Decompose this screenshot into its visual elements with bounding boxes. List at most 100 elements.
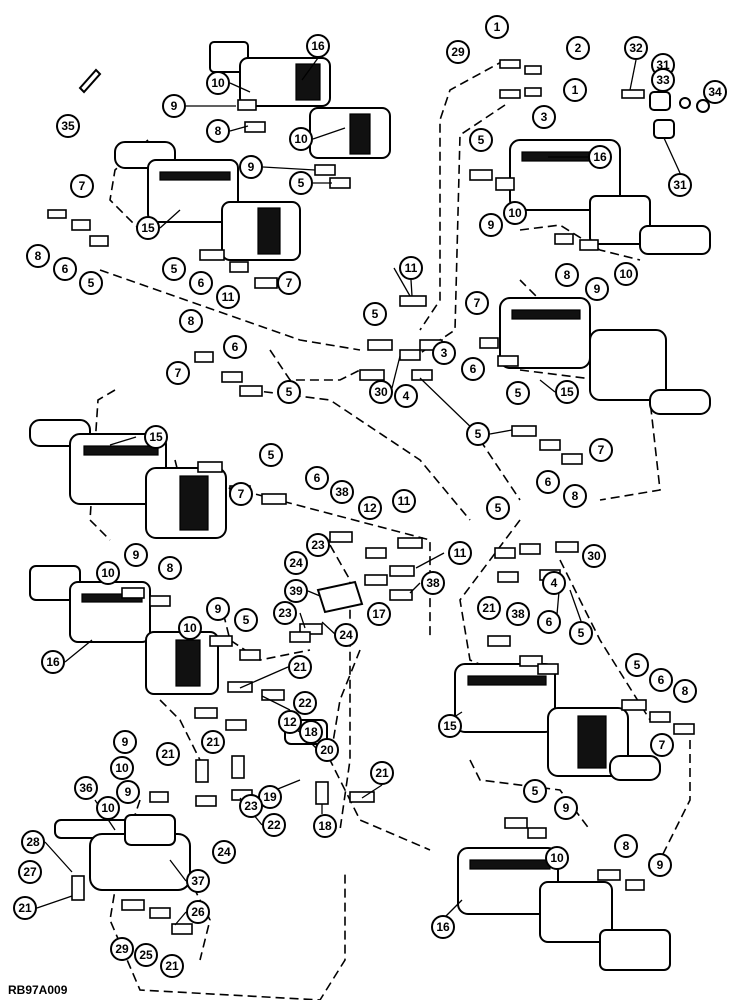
callout-label: 9 [171, 99, 178, 113]
callout-label: 18 [304, 725, 318, 739]
callout-circle [178, 616, 202, 640]
callout-label: 5 [286, 385, 293, 399]
callout-7: 7 [465, 291, 489, 315]
callout-label: 10 [294, 132, 308, 146]
callout-11: 11 [392, 489, 416, 513]
callout-label: 8 [564, 268, 571, 282]
callout-8: 8 [614, 834, 638, 858]
callout-label: 23 [278, 606, 292, 620]
callout-circle [506, 381, 530, 405]
callout-label: 11 [222, 290, 235, 304]
callout-5: 5 [506, 381, 530, 405]
callout-circle [625, 653, 649, 677]
callout-9: 9 [479, 213, 503, 237]
callout-circle [53, 257, 77, 281]
callout-label: 1 [494, 20, 501, 34]
callout-circle [284, 551, 308, 575]
callout-label: 5 [478, 133, 485, 147]
callout-9: 9 [648, 853, 672, 877]
callout-circle [206, 119, 230, 143]
callout-5: 5 [259, 443, 283, 467]
callout-circle [277, 271, 301, 295]
callout-label: 5 [578, 626, 585, 640]
callout-circle [162, 94, 186, 118]
callout-12: 12 [358, 496, 382, 520]
callout-11: 11 [448, 541, 472, 565]
callout-circle [239, 794, 263, 818]
callout-label: 21 [482, 601, 496, 615]
callout-17: 17 [367, 602, 391, 626]
cylinder-15-lower-right [454, 663, 661, 781]
callout-30: 30 [369, 380, 393, 404]
callout-9: 9 [206, 597, 230, 621]
callout-label: 5 [88, 276, 95, 290]
callout-23: 23 [273, 601, 297, 625]
cylinder-16-lower-left [29, 565, 219, 695]
callout-label: 32 [629, 41, 643, 55]
callout-label: 10 [115, 761, 129, 775]
callout-circle [431, 915, 455, 939]
callout-18: 18 [299, 720, 323, 744]
callout-circle [485, 15, 509, 39]
callout-15: 15 [438, 714, 462, 738]
callout-21: 21 [288, 655, 312, 679]
callout-circle [469, 128, 493, 152]
callout-2: 2 [566, 36, 590, 60]
callout-circle [216, 285, 240, 309]
cylinder-15-middle-right [499, 297, 711, 415]
callout-9: 9 [585, 277, 609, 301]
callout-circle [614, 262, 638, 286]
callout-label: 15 [141, 221, 155, 235]
callout-label: 23 [244, 799, 258, 813]
callout-circle [503, 201, 527, 225]
callout-1: 1 [485, 15, 509, 39]
callout-10: 10 [503, 201, 527, 225]
callout-circle [79, 271, 103, 295]
callout-15: 15 [555, 380, 579, 404]
callout-16: 16 [306, 34, 330, 58]
callout-label: 25 [139, 948, 153, 962]
callout-label: 24 [217, 845, 231, 859]
callout-label: 8 [188, 314, 195, 328]
callout-circle [234, 608, 258, 632]
callout-24: 24 [284, 551, 308, 575]
callout-circle [536, 470, 560, 494]
callout-circle [162, 257, 186, 281]
callout-label: 18 [318, 819, 332, 833]
callout-label: 9 [594, 282, 601, 296]
callout-label: 15 [560, 385, 574, 399]
callout-circle [394, 384, 418, 408]
callout-29: 29 [446, 40, 470, 64]
callout-circle [703, 80, 727, 104]
callout-circle [306, 34, 330, 58]
callout-label: 17 [372, 607, 386, 621]
callout-label: 10 [619, 267, 633, 281]
callout-label: 10 [101, 566, 115, 580]
callout-6: 6 [223, 335, 247, 359]
callout-label: 21 [206, 735, 220, 749]
callout-8: 8 [26, 244, 50, 268]
callout-7: 7 [166, 361, 190, 385]
callout-8: 8 [158, 556, 182, 580]
callout-circle [399, 256, 423, 280]
callout-9: 9 [116, 780, 140, 804]
callout-7: 7 [589, 438, 613, 462]
figure-reference: RB97A009 [8, 983, 68, 997]
callout-circle [523, 779, 547, 803]
callout-15: 15 [144, 425, 168, 449]
callout-circle [363, 302, 387, 326]
callout-label: 26 [191, 905, 205, 919]
callout-6: 6 [461, 357, 485, 381]
callout-circle [649, 668, 673, 692]
callout-circle [650, 733, 674, 757]
cylinder-16-top [209, 41, 391, 159]
callout-32: 32 [624, 36, 648, 60]
callout-label: 30 [587, 549, 601, 563]
callout-11: 11 [216, 285, 240, 309]
callout-circle [555, 380, 579, 404]
callout-circle [21, 830, 45, 854]
callout-circle [334, 623, 358, 647]
callout-label: 5 [475, 427, 482, 441]
callout-label: 16 [593, 150, 607, 164]
